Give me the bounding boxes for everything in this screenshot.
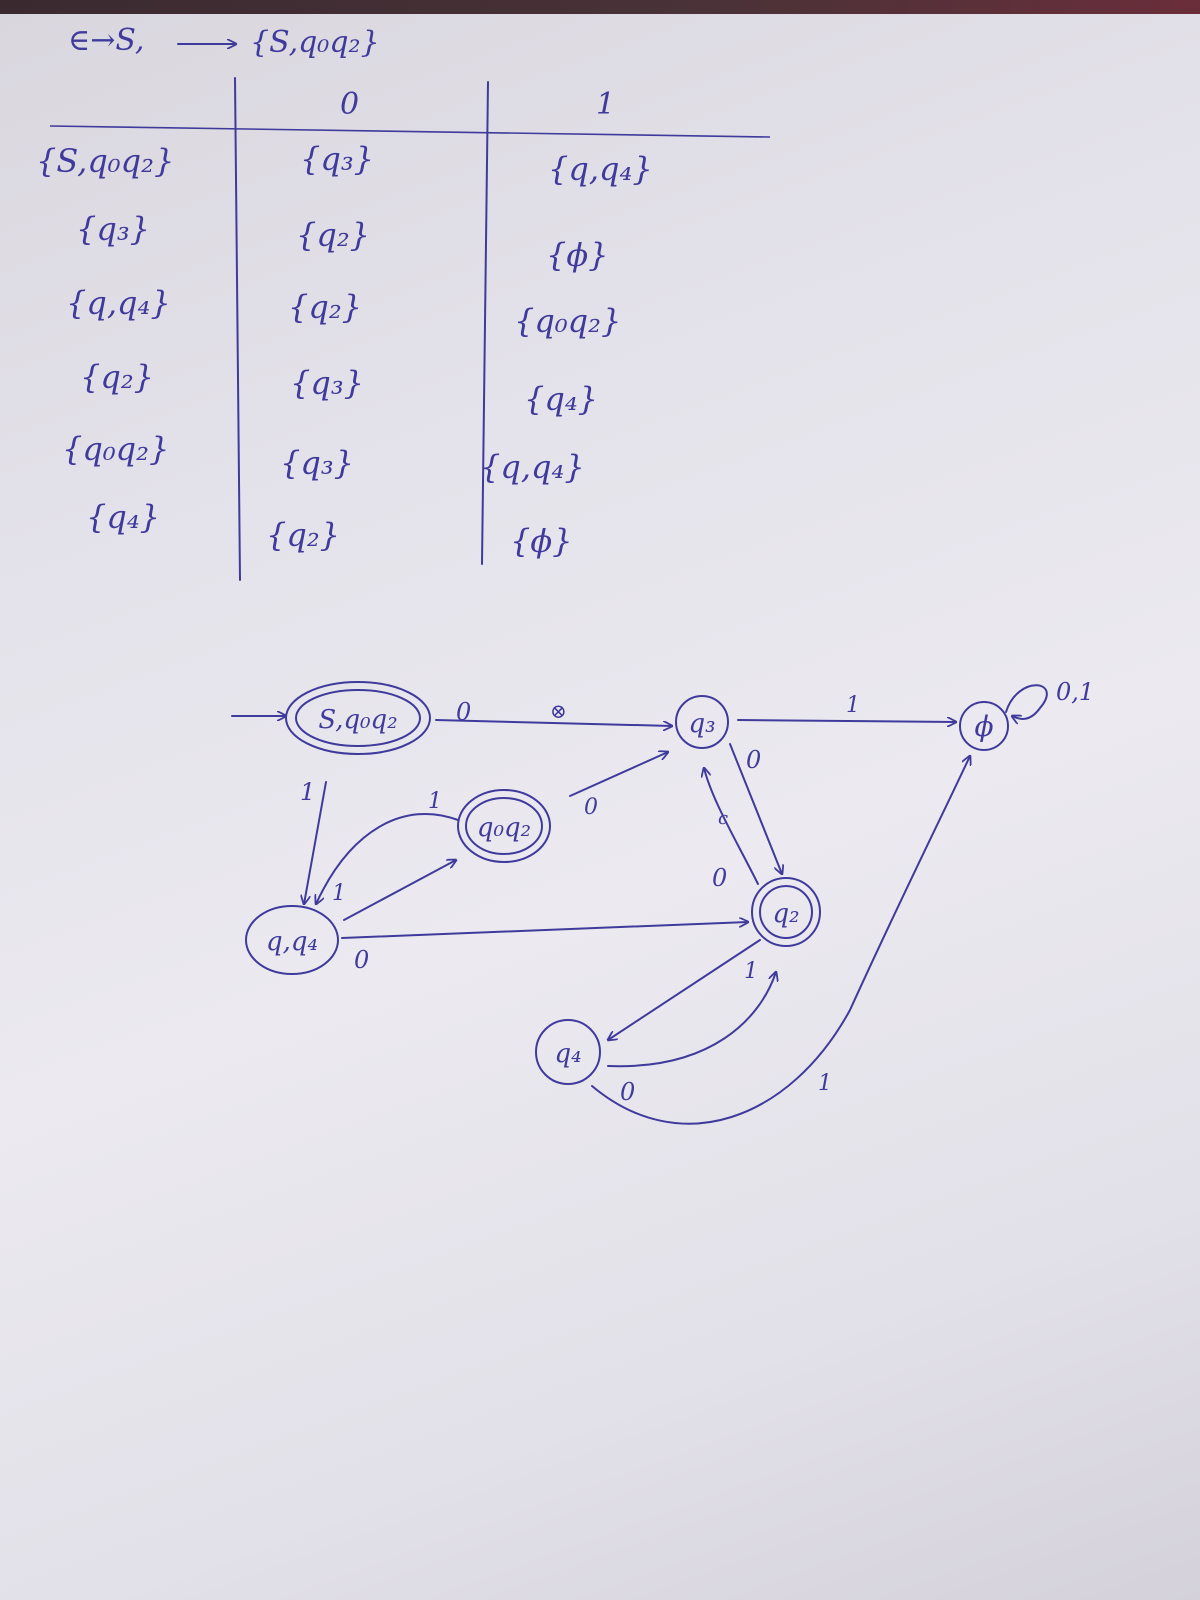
edge-start-q3 [435, 719, 672, 726]
edge-q2-q3 [704, 768, 759, 885]
edge-q3-phi [737, 720, 956, 722]
state-label: q,q₄ [266, 927, 318, 957]
state-label: q₄ [554, 1039, 581, 1069]
edge-label: 1 [818, 1071, 832, 1096]
state-start: S,q₀q₂ [285, 681, 431, 755]
state-q2: q₂ [751, 877, 821, 947]
edge-label: 0 [354, 946, 369, 974]
table-divider-2 [481, 81, 489, 565]
state-phi: ϕ [959, 701, 1009, 751]
edge-start-q1q4 [304, 781, 327, 904]
edge-label: 0 [584, 795, 598, 820]
table-divider-1 [234, 77, 241, 581]
edge-q1q4-q0q2 [343, 860, 456, 921]
paper-top-edge [0, 0, 1200, 14]
edge-q3-q2 [729, 743, 782, 874]
edge-q4-q2 [607, 972, 776, 1068]
state-q3: q₃ [675, 695, 729, 749]
row-state: {q,q₄} [66, 284, 171, 322]
edge-q0q2-q3 [569, 752, 668, 797]
row-on1: {ϕ} [546, 236, 609, 274]
row-on0: {q₂} [266, 516, 340, 554]
row-on1: {ϕ} [510, 522, 573, 560]
edge-label: 0 [746, 746, 761, 774]
edge-label: 1 [332, 881, 346, 906]
state-q1q4: q,q₄ [245, 905, 339, 975]
edge-label: 1 [428, 789, 442, 814]
state-q0q2: q₀q₂ [457, 789, 551, 863]
row-state: {q₄} [86, 498, 160, 536]
row-on0: {q₃} [300, 140, 374, 178]
edge-label: 0,1 [1056, 678, 1094, 706]
row-on0: {q₃} [290, 364, 364, 402]
header-epsilon-start: ∈→S, [68, 23, 144, 58]
col-header-1: 1 [596, 87, 615, 122]
state-label: q₂ [772, 899, 799, 929]
row-on0: {q₃} [280, 444, 354, 482]
row-on1: {q,q₄} [548, 150, 653, 188]
col-header-0: 0 [340, 87, 359, 122]
header-start-set: {S,q₀q₂} [250, 25, 380, 60]
edge-label: 0 [456, 698, 471, 726]
row-state: {S,q₀q₂} [36, 142, 174, 180]
row-state: {q₃} [76, 210, 150, 248]
edge-q1q4-q2 [341, 922, 748, 939]
row-on1: {q,q₄} [480, 448, 585, 486]
edge-mark: ⊗ [550, 699, 567, 723]
edge-q0q2-q1q4 [316, 812, 459, 904]
edge-label: 0 [712, 864, 727, 892]
edge-phi-loop [1005, 684, 1048, 719]
state-q4: q₄ [535, 1019, 601, 1085]
state-label: ϕ [974, 710, 993, 743]
table-header-rule [49, 125, 771, 138]
row-on0: {q₂} [288, 288, 362, 326]
edge-label: 1 [744, 959, 758, 984]
edge-mark: c [718, 808, 728, 829]
state-label: q₃ [688, 709, 715, 739]
state-label: S,q₀q₂ [318, 705, 397, 735]
edge-label: 1 [846, 693, 860, 718]
edge-q2-q4 [608, 939, 761, 1040]
row-state: {q₀q₂} [62, 430, 169, 468]
state-label: q₀q₂ [477, 813, 531, 843]
edge-label: 1 [300, 778, 315, 806]
row-on1: {q₄} [524, 380, 598, 418]
row-state: {q₂} [80, 358, 154, 396]
row-on0: {q₂} [296, 216, 370, 254]
edge-q4-phi [591, 756, 970, 1125]
edge-label: 0 [620, 1078, 635, 1106]
row-on1: {q₀q₂} [514, 302, 621, 340]
